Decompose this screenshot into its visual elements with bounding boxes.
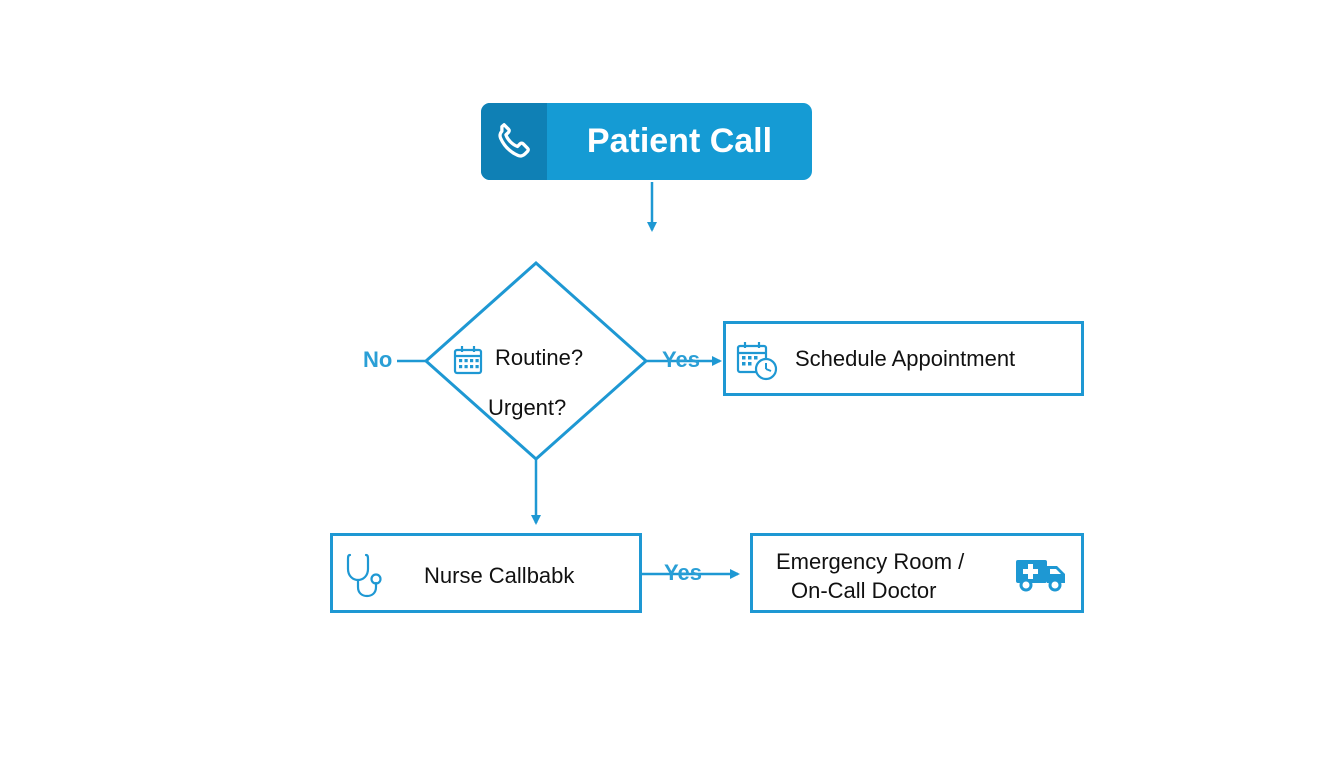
branch-label-yes: Yes xyxy=(662,347,700,372)
start-node: Patient Call xyxy=(481,103,812,180)
branch-label-no: No xyxy=(363,347,393,372)
emergency-box: Emergency Room / On-Call Doctor xyxy=(750,533,1084,613)
decision-question-urgent: Urgent? xyxy=(488,395,567,420)
nurse-callback-label: Nurse Callbabk xyxy=(424,563,575,588)
schedule-appointment-box: Schedule Appointment xyxy=(723,321,1084,396)
calendar-clock-icon xyxy=(736,341,778,386)
calendar-icon xyxy=(452,344,484,381)
start-title: Patient Call xyxy=(586,122,773,160)
stethoscope-icon xyxy=(344,551,386,604)
branch-label-yes-emergency: Yes xyxy=(664,560,702,585)
emergency-label-line2: On-Call Doctor xyxy=(791,578,937,603)
ambulance-icon xyxy=(1015,556,1067,597)
phone-icon xyxy=(481,103,547,180)
decision-question-routine: Routine? xyxy=(495,345,584,370)
schedule-appointment-label: Schedule Appointment xyxy=(795,346,1016,371)
emergency-label-line1: Emergency Room / xyxy=(776,549,965,574)
nurse-callback-box: Nurse Callbabk xyxy=(330,533,642,613)
